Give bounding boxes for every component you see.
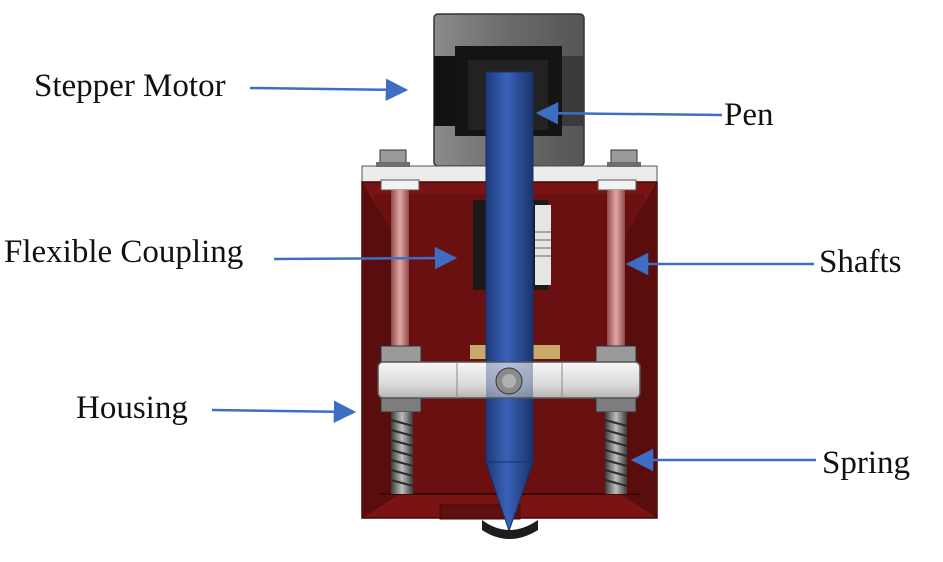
top-bolt-left — [376, 149, 410, 167]
spring-left — [380, 345, 422, 494]
top-bolt-right — [607, 149, 641, 167]
label-pen: Pen — [724, 97, 774, 133]
arrow-housing — [211, 400, 357, 423]
label-flexible-coupling: Flexible Coupling — [4, 234, 244, 270]
shaft-right — [597, 179, 637, 352]
clamp-bracket — [377, 361, 641, 399]
label-housing: Housing — [76, 390, 188, 426]
arrow-pen — [535, 101, 723, 125]
pen — [482, 71, 538, 539]
spring-right — [595, 345, 637, 494]
shaft-left — [380, 179, 420, 352]
arrow-stepper-motor — [249, 78, 409, 101]
label-shafts: Shafts — [819, 244, 902, 280]
label-stepper-motor: Stepper Motor — [34, 68, 226, 104]
label-spring: Spring — [822, 445, 911, 481]
arrow-flexible-coupling — [273, 246, 458, 270]
